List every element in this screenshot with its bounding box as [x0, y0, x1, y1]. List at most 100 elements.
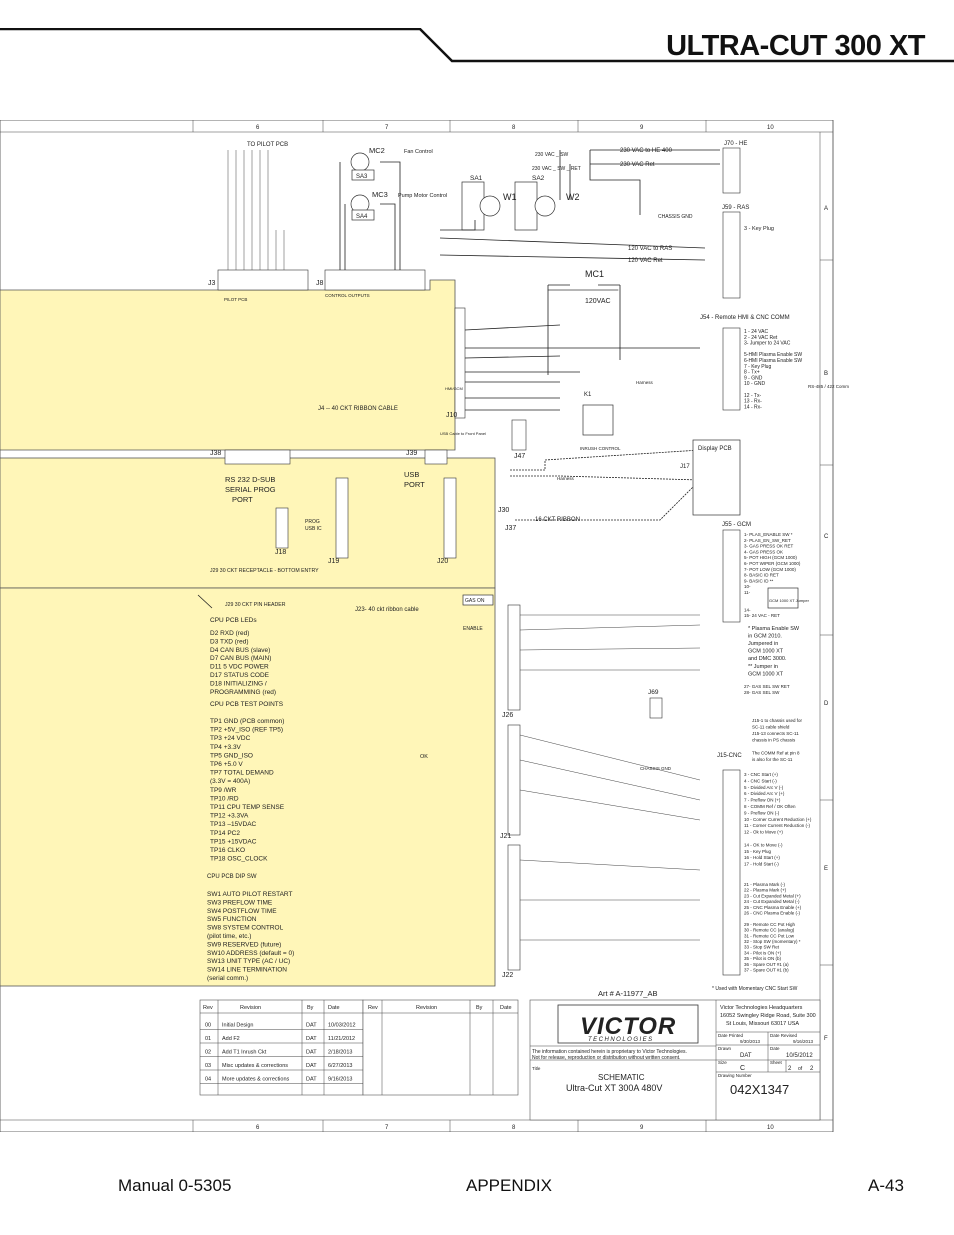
rev-header-revision-2: Revision: [416, 1005, 437, 1011]
grid-col-6-bottom: 6: [256, 1125, 260, 1131]
j20-connector: [443, 477, 457, 559]
size-label: Size: [718, 1060, 727, 1065]
grid-col-8: 8: [512, 125, 516, 131]
rev-cell: DAT: [306, 1063, 317, 1069]
sa2-suppressor: [514, 181, 538, 231]
gas-on-relay: [462, 594, 494, 606]
date-revised: 9/16/2013: [793, 1039, 814, 1044]
tps-list-item: TP15 +15VDAC: [210, 838, 257, 845]
j69-connector: [649, 697, 663, 719]
leds-list-item: D7 CAN BUS (MAIN): [210, 655, 271, 662]
120vac-label: 120VAC: [585, 298, 611, 305]
j39-label: J39: [406, 450, 417, 457]
j70-label: J70 - HE: [724, 141, 747, 147]
tps-list-item: TP6 +5.0 V: [210, 761, 243, 768]
j26-connector: [507, 604, 521, 711]
sa4-suppressor: [351, 209, 375, 221]
rev-cell: Misc updates & corrections: [222, 1063, 288, 1069]
j55-label: J55 - GCM: [722, 522, 751, 528]
usb-port-label: PORT: [404, 480, 425, 489]
rev-cell: 9/16/2013: [328, 1077, 352, 1083]
rev-cell: Add F2: [222, 1036, 240, 1042]
date-printed-label: Date Printed: [718, 1033, 744, 1038]
j15-pins2-item: 29 - Remote CC Pot High: [744, 922, 796, 927]
j19-connector: [335, 477, 349, 559]
display-pcb-label: Display PCB: [698, 446, 732, 452]
w230-sw-label: 230 VAC _ SW: [535, 152, 569, 158]
to-pilot-pcb-label: TO PILOT PCB: [247, 142, 288, 148]
title-block: [529, 999, 821, 1121]
j8-connector: [324, 269, 426, 291]
j30-label: J30: [498, 507, 509, 514]
dips-list-item: SW9 RESERVED (future): [207, 941, 281, 948]
j21-label: J21: [500, 833, 511, 840]
address2: St Louis, Missouri 63017 USA: [726, 1021, 799, 1027]
sa2-label: SA2: [532, 175, 545, 182]
j15-note-item: The COMM Ref at pin 8: [752, 751, 800, 756]
leds-list-item: D2 RXD (red): [210, 630, 249, 637]
inrush-label: INRUSH CONTROL: [580, 446, 621, 451]
gcm-jumper-box: [767, 587, 799, 609]
j15-pins2-item: 30 - Remote CC (analog): [744, 928, 795, 933]
j19-label: J19: [328, 558, 339, 565]
j15-pins-item: 14 - OK to Move (-): [744, 842, 783, 847]
tps-list-item: TP4 +3.3V: [210, 744, 242, 751]
momentary-note: * Used with Momentary CNC Start SW: [712, 986, 798, 992]
control-outputs-label: CONTROL OUTPUTS: [325, 293, 370, 298]
j54-pins-item: 6-HMI Plasma Enable SW: [744, 358, 802, 364]
j10-label: J10: [446, 412, 457, 419]
j15-note-item: SC-11 cable shield: [752, 725, 790, 730]
j26-label: J26: [502, 712, 513, 719]
serial-prog-label: SERIAL PROG: [225, 485, 276, 494]
w1-label: W1: [503, 192, 517, 202]
j55-pins-item: 2- PLAS_EN_SW_RET: [744, 538, 791, 543]
j15-pins-item: 5 - Divided Arc V (-): [744, 785, 784, 790]
tps-list-item: TP14 PC2: [210, 830, 240, 837]
j3-connector: [217, 269, 309, 291]
j4-ribbon-label: J4 -- 40 CKT RIBBON CABLE: [318, 406, 398, 412]
date-revised-label: Date Revised: [770, 1033, 798, 1038]
rs485-label: RS-485 / 422 Comm: [808, 384, 849, 389]
sheets: 2: [810, 1066, 814, 1072]
prog-usb2-label: USB IC: [305, 526, 322, 532]
revision-table: [199, 999, 519, 1096]
j54-pins-item: 7 - Key Plug: [744, 364, 771, 370]
harness2-label: Harness: [557, 476, 575, 481]
j54-pins-item: 8 - Tx+: [744, 370, 760, 376]
j37-label: J37: [505, 525, 516, 532]
gas-on-label: GAS ON: [465, 598, 485, 604]
tps-list-item: TP7 TOTAL DEMAND: [210, 770, 274, 777]
schematic-subtitle: Ultra-Cut XT 300A 480V: [566, 1083, 662, 1093]
date-label: Date: [770, 1046, 780, 1051]
hmi-gcm-label: HMI/GCM: [445, 386, 463, 391]
j15-pins-item: 10 - Corner Current Reduction (+): [744, 817, 812, 822]
leds-list-item: PROGRAMMING (red): [210, 689, 276, 696]
sheet-of: of: [798, 1066, 803, 1072]
j15-pins-item: 8 - COMM Ref / OK Often: [744, 804, 796, 809]
j55-pins-item: 11-: [744, 590, 751, 595]
mc1-label: MC1: [585, 269, 604, 279]
j15-pins2-item: 23 - Cut Expanded Metal (+): [744, 893, 801, 898]
mc2-coil: [350, 152, 370, 172]
dips-list-item: SW8 SYSTEM CONTROL: [207, 925, 284, 932]
j15-note-item: J15-1 to chassis used for: [752, 718, 803, 723]
grid-col-8-bottom: 8: [512, 1125, 516, 1131]
header-rule: [0, 28, 954, 63]
j15-pins-item: 15 - Key Plug: [744, 849, 772, 854]
w120-ret-label: 120 VAC Ret: [628, 258, 663, 264]
leds-list-item: D3 TXD (red): [210, 638, 249, 645]
j54-pins-item: 2 - 24 VAC Ret: [744, 335, 778, 341]
sa4-label: SA4: [356, 214, 368, 220]
j59-connector: [722, 211, 741, 299]
j15-pins-item: 9 - Preflow ON (-): [744, 810, 780, 815]
cpu-dip-heading: CPU PCB DIP SW: [207, 874, 257, 880]
dips-list-item: SW13 UNIT TYPE (AC / UC): [207, 958, 290, 965]
rev-header-by-2: By: [476, 1005, 483, 1011]
sheet-label: Sheet: [770, 1060, 783, 1065]
j29-receptacle-label: J29 30 CKT RECEPTACLE - BOTTOM ENTRY: [210, 568, 319, 574]
key-plug-label: 3 - Key Plug: [744, 226, 774, 232]
j54-pins-item: 10 - GND: [744, 381, 766, 387]
rev-cell: DAT: [306, 1036, 317, 1042]
usb-front-label: USB Cable to Front Panel: [440, 431, 486, 436]
j22-label: J22: [502, 972, 513, 979]
